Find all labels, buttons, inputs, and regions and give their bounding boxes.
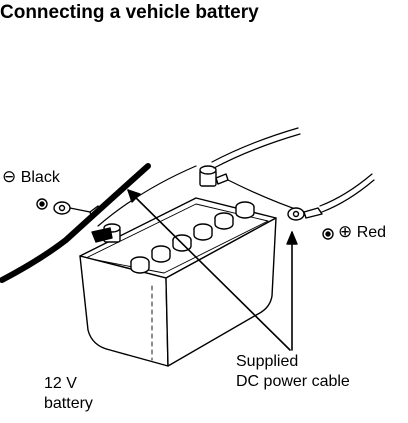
pointer-arrow-positive [286,231,298,351]
positive-symbol-icon: ⊕ [338,222,353,241]
supplied-cable-negative [97,165,197,227]
negative-black-label: ⊖ Black [2,167,60,188]
pointer-arrow-negative [127,189,291,351]
negative-nut-icon [36,198,48,210]
battery-front-face [79,255,169,367]
page-title: Connecting a vehicle battery [0,2,259,23]
negative-symbol-icon: ⊖ [2,167,17,186]
battery-cell-caps [130,201,255,274]
battery-label: 12 V battery [44,374,93,414]
positive-ring-terminal-icon [287,207,323,221]
supplied-cable-upper [211,127,299,163]
supplied-cable-label: Supplied DC power cable [236,352,350,392]
negative-black-cable [0,163,151,283]
battery-illustration [79,165,277,367]
battery-side-face [165,217,277,367]
positive-nut-icon [322,228,334,240]
negative-label-text: Black [20,169,60,186]
battery-label-line1: 12 V [44,375,77,392]
positive-terminal-icon [199,165,229,187]
negative-cable-clamp [91,227,113,243]
supplied-cable-label-line2: DC power cable [236,373,350,390]
supplied-cable-label-line1: Supplied [236,353,299,370]
battery-label-line2: battery [44,395,93,412]
positive-label-text: Red [356,224,387,241]
negative-ring-terminal-icon [53,201,101,223]
positive-red-label: ⊕ Red [338,222,386,243]
